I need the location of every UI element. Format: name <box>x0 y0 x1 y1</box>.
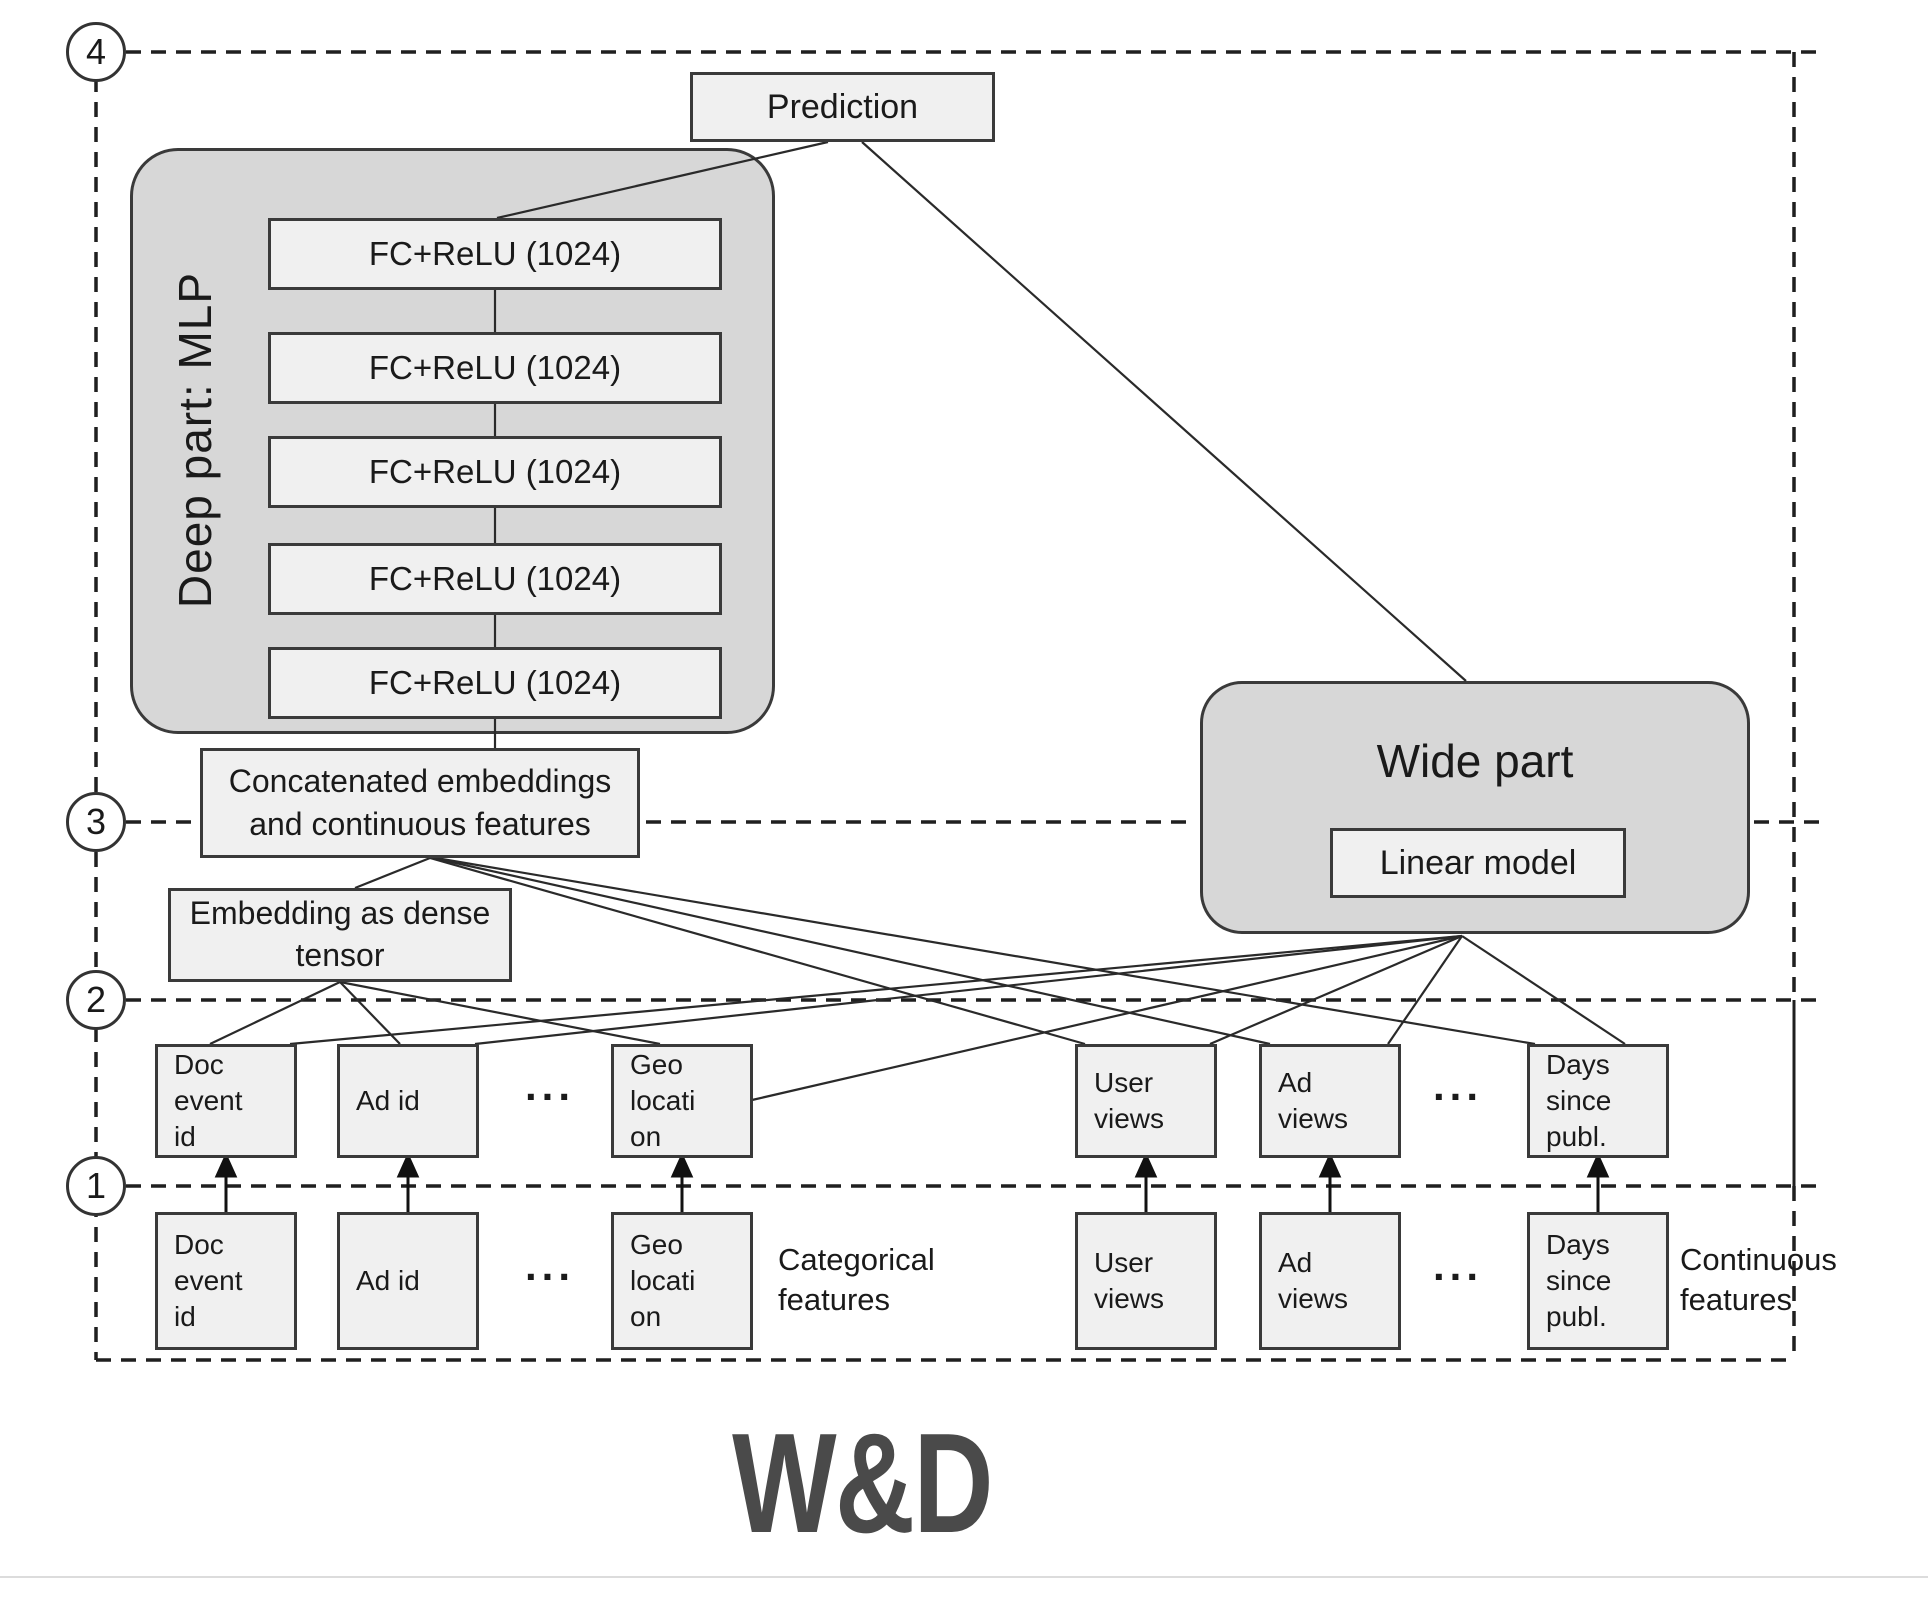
prediction-to-wide-line <box>861 141 1467 682</box>
feature-box-input-doc-event-id: Doc event id <box>155 1212 297 1350</box>
feature-box-input-days-since-publ: Days since publ. <box>1527 1212 1669 1350</box>
feature-box-embedded-doc-event-id: Doc event id <box>155 1044 297 1158</box>
continuous-features-label: Continuous features <box>1680 1242 1837 1318</box>
categorical-features-label: Categorical features <box>778 1242 935 1318</box>
fc-relu-layer-4: FC+ReLU (1024) <box>268 543 722 615</box>
wide-to-ad-views-line <box>1387 935 1463 1045</box>
embedded-row-ellipsis-right: ... <box>1432 1062 1483 1109</box>
level-4-number: 4 <box>85 31 107 72</box>
level-marker-3: 3 <box>66 792 126 852</box>
linear-model-box: Linear model <box>1330 828 1626 898</box>
prediction-box: Prediction <box>690 72 995 142</box>
input-row-ellipsis-right: ... <box>1432 1242 1483 1289</box>
embedding-to-doc-line <box>209 981 341 1045</box>
feature-box-embedded-days-since-publ: Days since publ. <box>1527 1044 1669 1158</box>
level-1-number: 1 <box>85 1165 107 1206</box>
concatenated-embeddings-box: Concatenated embeddings and continuous f… <box>200 748 640 858</box>
embedding-to-adid-line <box>339 981 401 1045</box>
fc-relu-layer-1: FC+ReLU (1024) <box>268 218 722 290</box>
figure-caption: W&D <box>732 1404 993 1563</box>
concat-to-ad-views-line <box>432 856 1271 1046</box>
level-2-number: 2 <box>85 979 107 1020</box>
wide-to-user-views-line <box>1209 934 1463 1046</box>
fc-relu-layer-5: FC+ReLU (1024) <box>268 647 722 719</box>
embedded-row-ellipsis-left: ... <box>524 1062 575 1109</box>
prediction-to-deep-line <box>496 140 829 220</box>
input-arrows <box>214 1152 1610 1212</box>
feature-box-input-geo-location: Geo location <box>611 1212 753 1350</box>
feature-box-embedded-ad-views: Ad views <box>1259 1044 1401 1158</box>
level-marker-4: 4 <box>66 22 126 82</box>
level-3-number: 3 <box>85 801 107 842</box>
fc-relu-layer-2: FC+ReLU (1024) <box>268 332 722 404</box>
concat-to-embedding-line <box>354 856 431 890</box>
wide-to-days-line <box>1461 935 1626 1045</box>
feature-box-input-ad-views: Ad views <box>1259 1212 1401 1350</box>
wide-part-title: Wide part <box>1376 735 1574 787</box>
wide-to-geo-line <box>751 934 1463 1102</box>
wide-to-doc-line <box>289 934 1463 1046</box>
wide-to-adid-line <box>474 934 1463 1046</box>
concat-to-user-views-line <box>429 856 1086 1046</box>
feature-box-embedded-ad-id: Ad id <box>337 1044 479 1158</box>
level-marker-1: 1 <box>66 1156 126 1216</box>
deep-part-title: Deep part: MLP <box>169 271 221 609</box>
embedding-dense-tensor-box: Embedding as dense tensor <box>168 888 512 982</box>
fc-relu-layer-3: FC+ReLU (1024) <box>268 436 722 508</box>
feature-box-embedded-geo-location: Geo location <box>611 1044 753 1158</box>
concat-to-days-line <box>435 856 1536 1046</box>
feature-box-input-user-views: User views <box>1075 1212 1217 1350</box>
level-marker-2: 2 <box>66 970 126 1030</box>
connections <box>209 140 1626 1102</box>
feature-box-embedded-user-views: User views <box>1075 1044 1217 1158</box>
feature-box-input-ad-id: Ad id <box>337 1212 479 1350</box>
input-row-ellipsis-left: ... <box>524 1242 575 1289</box>
embedding-to-geo-line <box>339 980 661 1046</box>
slide-bottom-rule <box>0 1576 1928 1578</box>
